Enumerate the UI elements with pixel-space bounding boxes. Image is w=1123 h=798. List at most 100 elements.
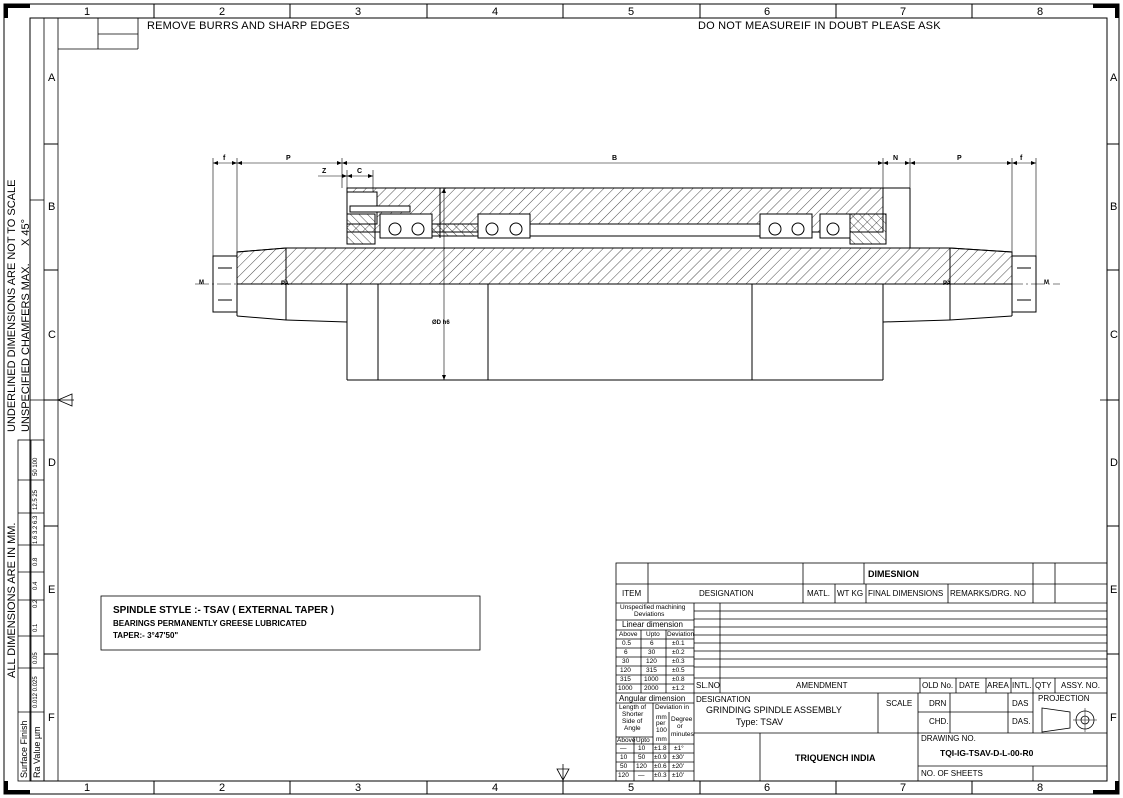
tb-drn: DRN bbox=[929, 699, 947, 708]
tb-wt-header: WT KG bbox=[837, 589, 864, 598]
dim-pa-right: PA bbox=[943, 281, 951, 287]
tb-qty: QTY bbox=[1035, 681, 1052, 690]
tb-ang-above: Above bbox=[617, 737, 636, 744]
tb-hundred: 100 bbox=[656, 727, 667, 734]
tb-remarks-header: REMARKS/DRG. NO bbox=[950, 589, 1027, 598]
tb-lin-row: 30 bbox=[622, 658, 630, 665]
tb-mm: mm bbox=[656, 736, 667, 743]
zone-row-A: A bbox=[48, 72, 56, 84]
zone-col-7-bottom: 7 bbox=[900, 782, 907, 794]
tb-chd: CHD. bbox=[929, 717, 949, 726]
finish-value: 0.012 0.025 bbox=[33, 676, 39, 708]
tb-unspec-machining: Unspecified machining bbox=[620, 604, 686, 611]
spec-taper: TAPER:- 3°47'50" bbox=[113, 631, 179, 640]
finish-value: 0.05 bbox=[33, 652, 39, 664]
tb-designation-label: DESIGNATION bbox=[696, 695, 751, 704]
tb-ang-row: 50 bbox=[638, 754, 646, 761]
zone-row-A-right: A bbox=[1110, 72, 1118, 84]
zone-row-D: D bbox=[48, 457, 56, 469]
spec-box bbox=[100, 595, 481, 651]
zone-row-B-right: B bbox=[1110, 201, 1118, 213]
tb-drawing-no: TQI-IG-TSAV-D-L-00-R0 bbox=[940, 748, 1034, 758]
corner-marks bbox=[4, 4, 1119, 794]
tb-ang-upto: Upto bbox=[636, 737, 650, 744]
zone-col-3-bottom: 3 bbox=[355, 782, 362, 794]
top-left-box bbox=[58, 18, 139, 50]
tb-drawing-no-label: DRAWING NO. bbox=[921, 734, 976, 743]
zone-col-8: 8 bbox=[1037, 6, 1044, 18]
zone-col-3: 3 bbox=[355, 6, 362, 18]
finish-value: 1.6 3.2 6.3 bbox=[33, 515, 39, 544]
tb-ang-row: ±30' bbox=[672, 754, 685, 761]
tb-ang-row: 120 bbox=[618, 772, 629, 779]
zone-row-F: F bbox=[48, 712, 55, 724]
tb-lin-row: ±0.3 bbox=[672, 658, 685, 665]
note-dims-in-mm: ALL DIMENSIONS ARE IN MM. bbox=[6, 522, 18, 678]
title-block bbox=[615, 562, 1108, 782]
tb-lin-row: 6 bbox=[650, 640, 654, 647]
tb-lin-row: 315 bbox=[620, 676, 631, 683]
tb-lin-row: ±0.2 bbox=[672, 649, 685, 656]
tb-old-no: OLD No. bbox=[922, 681, 954, 690]
zone-row-B: B bbox=[48, 201, 56, 213]
tb-lin-row: ±1.2 bbox=[672, 685, 685, 692]
tb-lin-row: 1000 bbox=[644, 676, 659, 683]
tb-lin-deviation: Deviation bbox=[667, 631, 695, 638]
tb-dimension-header: DIMESNION bbox=[868, 569, 920, 579]
zone-row-E-right: E bbox=[1110, 584, 1118, 596]
zone-col-2: 2 bbox=[219, 6, 226, 18]
dim-f-right: f bbox=[1020, 155, 1023, 162]
tb-das-chd: DAS. bbox=[1012, 717, 1031, 726]
tb-ang-row: ±10' bbox=[672, 772, 685, 779]
tb-ang-row: 120 bbox=[636, 763, 647, 770]
spec-title: SPINDLE STYLE :- TSAV ( EXTERNAL TAPER ) bbox=[113, 605, 335, 616]
tb-degrees: Degree bbox=[671, 716, 693, 723]
dim-c: C bbox=[357, 168, 363, 175]
note-underlined-dims: UNDERLINED DIMENSIONS ARE NOT TO SCALE bbox=[6, 179, 18, 432]
tb-lin-row: ±0.5 bbox=[672, 667, 685, 674]
tb-lin-row: ±0.1 bbox=[672, 640, 685, 647]
dim-m-right: M bbox=[1044, 280, 1049, 286]
tb-linear-dimension: Linear dimension bbox=[622, 620, 683, 629]
tb-ang-row: — bbox=[620, 745, 627, 752]
tb-mm-per: mm bbox=[656, 714, 667, 721]
tb-designation-value: GRINDING SPINDLE ASSEMBLY bbox=[706, 705, 842, 715]
tb-area: AREA bbox=[987, 681, 1009, 690]
tb-projection: PROJECTION bbox=[1038, 694, 1090, 703]
tb-ang-row: 50 bbox=[620, 763, 628, 770]
tb-ang-row: — bbox=[638, 772, 645, 779]
finish-value: 0.8 bbox=[33, 557, 39, 566]
tb-ang-row: ±0.6 bbox=[654, 763, 667, 770]
spindle-assembly-drawing bbox=[195, 158, 1060, 381]
dim-b: B bbox=[612, 155, 618, 162]
zone-col-7: 7 bbox=[900, 6, 907, 18]
note-do-not-measure: DO NOT MEASUREIF IN DOUBT PLEASE ASK bbox=[698, 20, 941, 32]
tb-intl: INTL. bbox=[1012, 681, 1032, 690]
tb-per: per bbox=[656, 720, 666, 727]
zone-row-C-right: C bbox=[1110, 329, 1118, 341]
tb-das-drn: DAS bbox=[1012, 699, 1029, 708]
zone-col-2-bottom: 2 bbox=[219, 782, 226, 794]
tb-ang-row: ±20' bbox=[672, 763, 685, 770]
tb-angle: Angle bbox=[624, 725, 641, 732]
tb-slno: SL.NO bbox=[696, 681, 721, 690]
tb-amendment: AMENDMENT bbox=[796, 681, 848, 690]
zone-col-6-bottom: 6 bbox=[764, 782, 771, 794]
dim-p-left: P bbox=[286, 155, 291, 162]
centre-marks bbox=[30, 393, 1116, 781]
tb-ang-row: 10 bbox=[620, 754, 628, 761]
zone-col-1-bottom: 1 bbox=[84, 782, 91, 794]
tb-assy-no: ASSY. NO. bbox=[1061, 681, 1100, 690]
tb-lin-row: 315 bbox=[646, 667, 657, 674]
tb-ang-row: 10 bbox=[638, 745, 646, 752]
tb-or: or bbox=[677, 723, 683, 730]
note-unspecified-chamfers: UNSPECIFIED CHAMFERS MAX. bbox=[20, 263, 32, 432]
tb-ang-row: ±1° bbox=[674, 745, 684, 752]
tb-angular-dimension: Angular dimension bbox=[619, 694, 686, 703]
tb-type-value: Type: TSAV bbox=[736, 717, 784, 727]
tb-ang-row: ±1.8 bbox=[654, 745, 667, 752]
tb-ang-row: ±0.9 bbox=[654, 754, 667, 761]
tb-no-of-sheets: NO. OF SHEETS bbox=[921, 769, 983, 778]
tb-ang-row: ±0.3 bbox=[654, 772, 667, 779]
tb-designation-header: DESIGNATION bbox=[699, 589, 754, 598]
